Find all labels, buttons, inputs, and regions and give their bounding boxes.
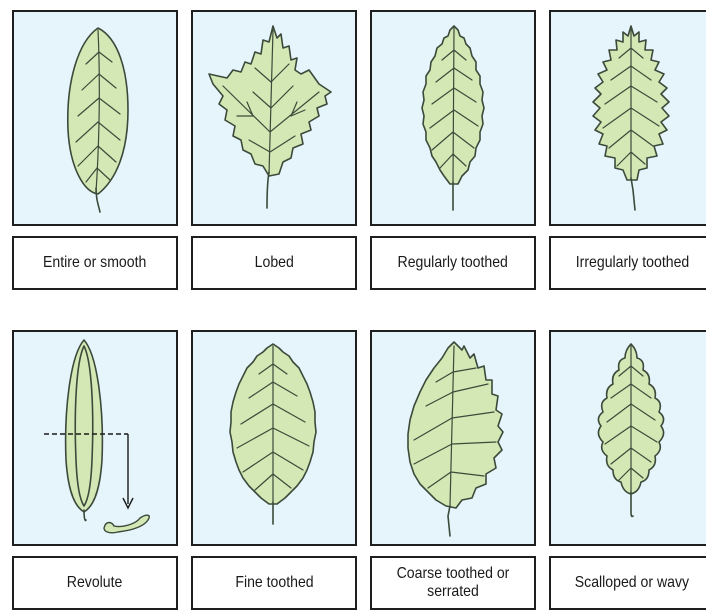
scalloped-leaf-icon <box>551 332 706 544</box>
label-box: Lobed <box>191 236 357 290</box>
image-panel <box>12 10 178 226</box>
irregularly-toothed-leaf-icon <box>551 12 706 224</box>
leaf-margin-label: Irregularly toothed <box>572 254 693 272</box>
image-panel <box>549 330 706 546</box>
leaf-margin-label: Coarse toothed or serrated <box>382 565 525 601</box>
revolute-leaf-icon <box>14 332 176 544</box>
label-box: Entire or smooth <box>12 236 178 290</box>
leaf-margin-label: Lobed <box>251 254 297 272</box>
image-panel <box>12 330 178 546</box>
image-panel <box>370 330 536 546</box>
leaf-margin-label: Regularly toothed <box>394 254 511 272</box>
image-panel <box>549 10 706 226</box>
leaf-margin-label: Scalloped or wavy <box>571 574 692 592</box>
fine-toothed-leaf-icon <box>193 332 355 544</box>
image-panel <box>370 10 536 226</box>
label-box: Fine toothed <box>191 556 357 610</box>
lobed-leaf-icon <box>193 12 355 224</box>
label-box: Revolute <box>12 556 178 610</box>
image-panel <box>191 330 357 546</box>
regularly-toothed-leaf-icon <box>372 12 534 224</box>
label-box: Scalloped or wavy <box>549 556 706 610</box>
label-box: Regularly toothed <box>370 236 536 290</box>
image-panel <box>191 10 357 226</box>
label-box: Irregularly toothed <box>549 236 706 290</box>
label-box: Coarse toothed or serrated <box>370 556 536 610</box>
entire-leaf-icon <box>14 12 176 224</box>
leaf-margin-label: Revolute <box>64 574 127 592</box>
coarse-toothed-leaf-icon <box>372 332 534 544</box>
leaf-margin-label: Fine toothed <box>231 574 316 592</box>
leaf-margin-label: Entire or smooth <box>40 254 150 272</box>
